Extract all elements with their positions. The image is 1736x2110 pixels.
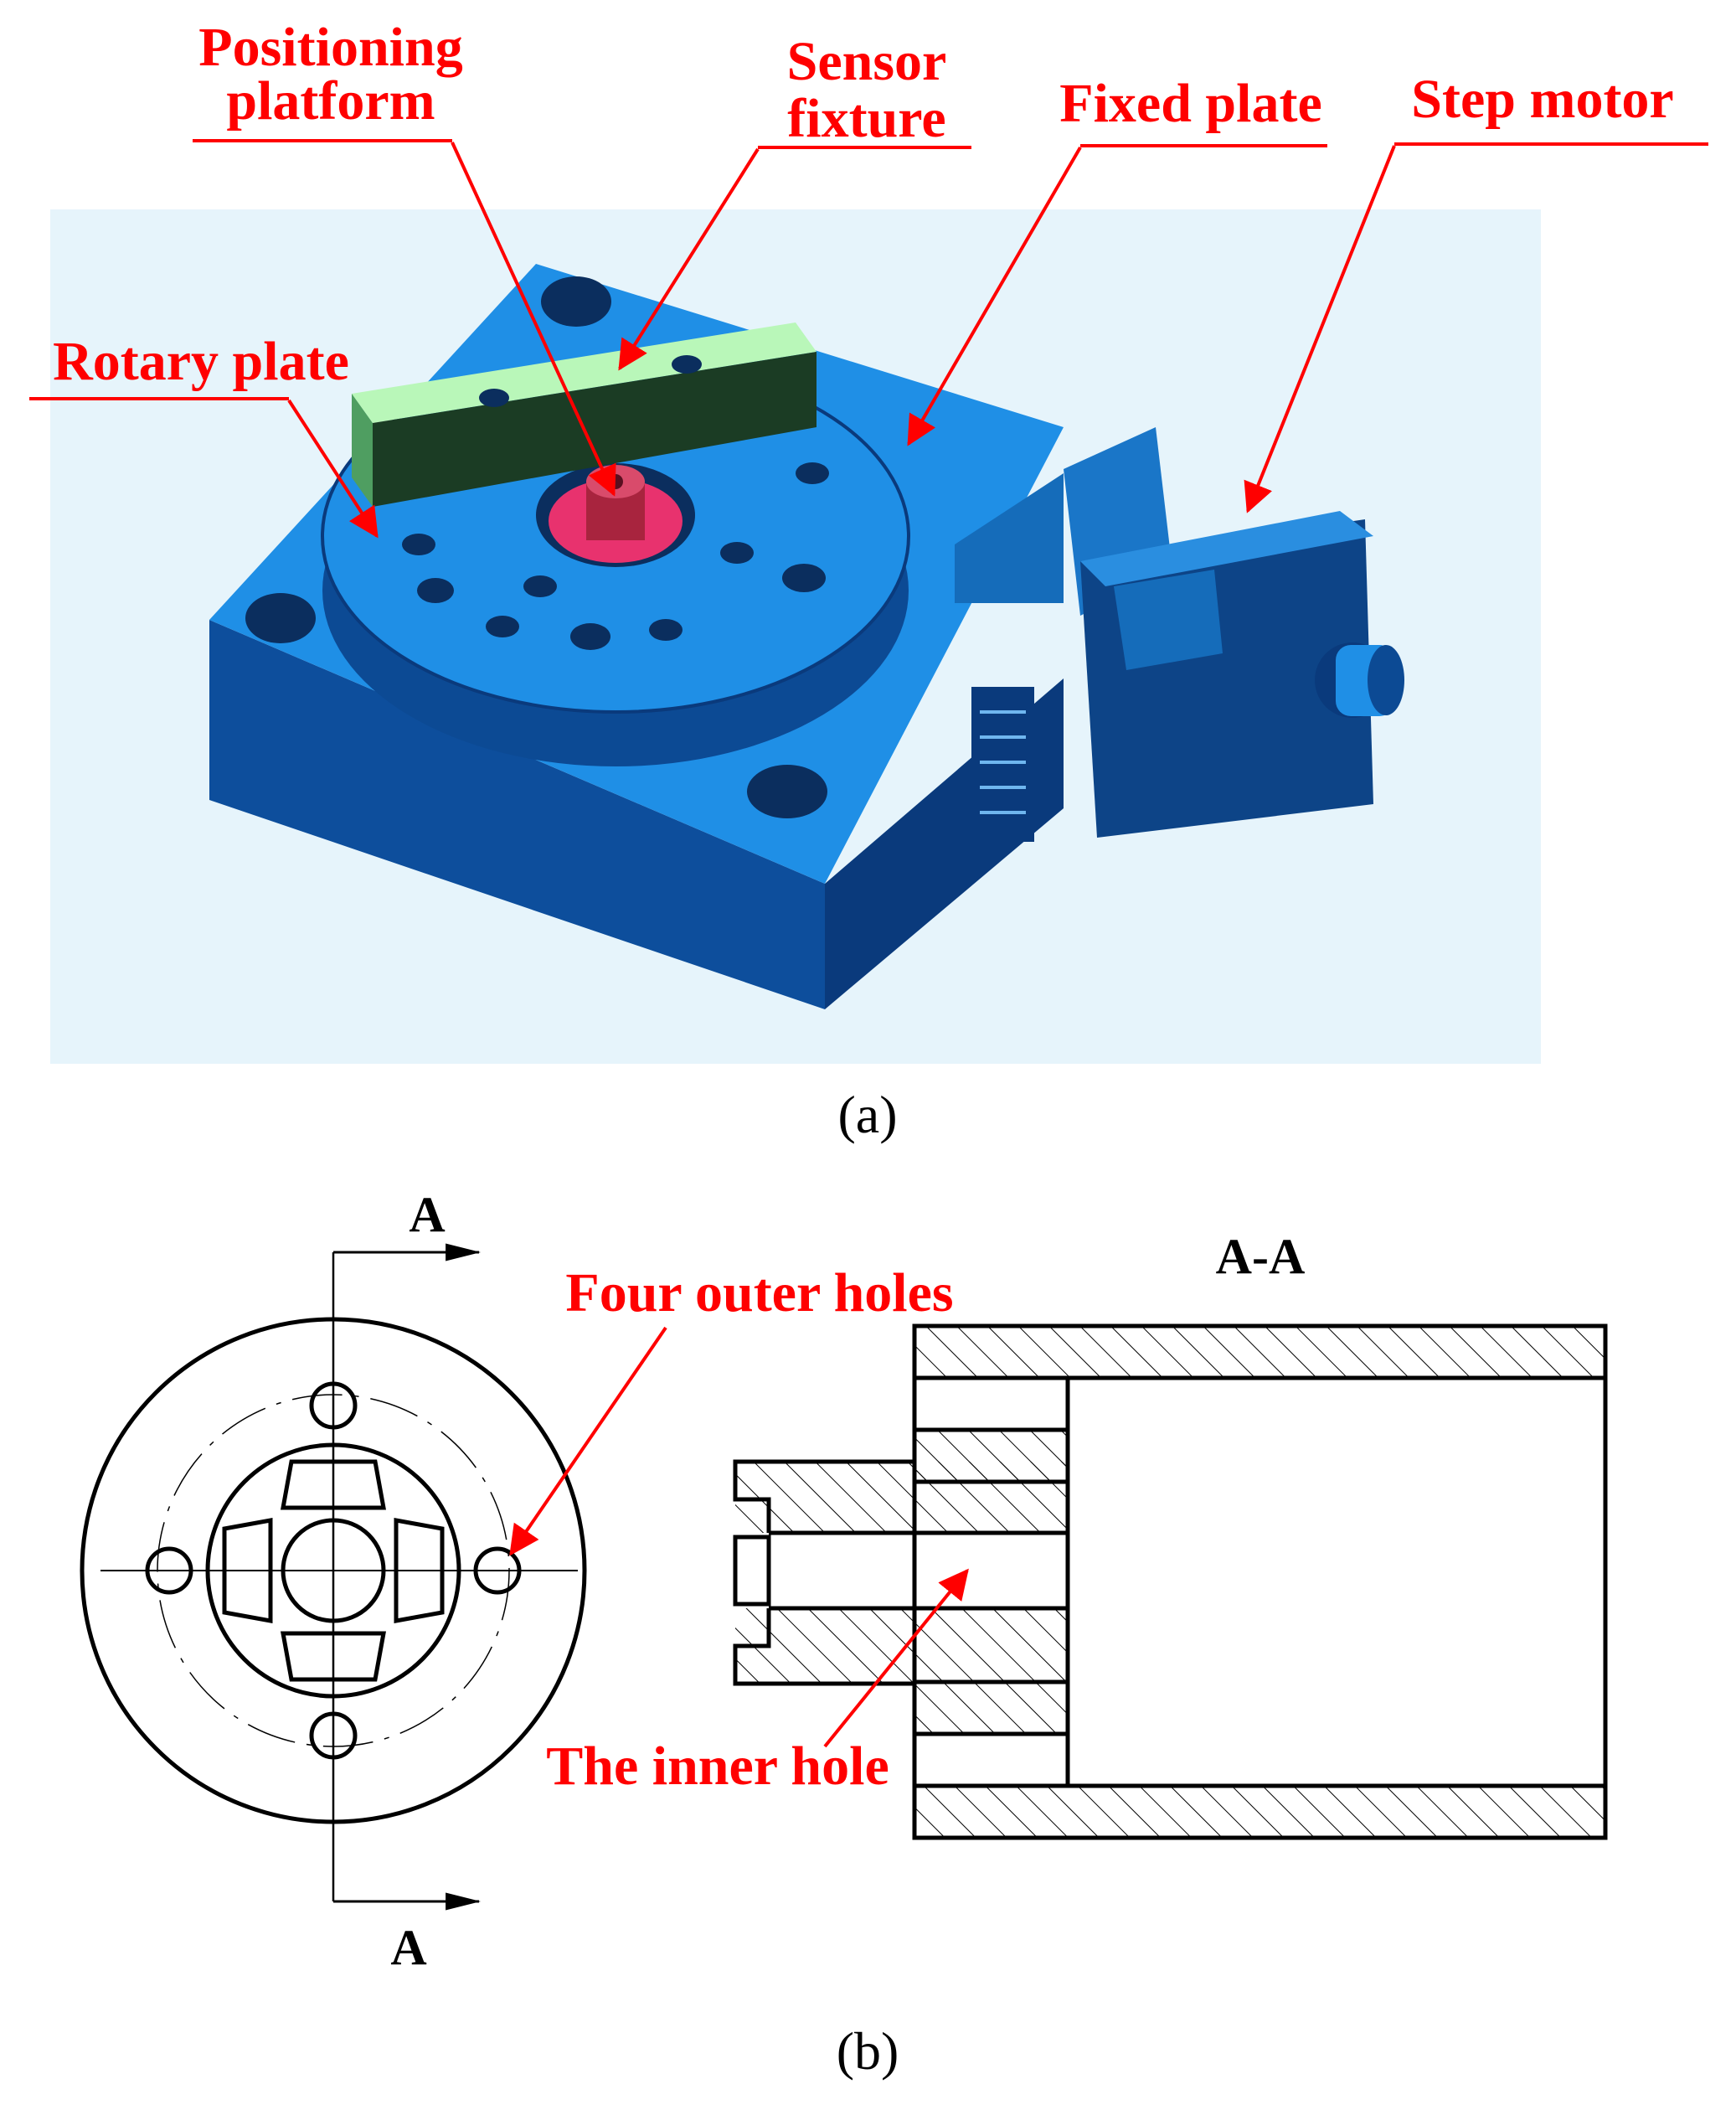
caption-a: (a) xyxy=(837,1085,897,1144)
label-four-outer-holes: Four outer holes xyxy=(565,1262,953,1323)
label-sensor-fixture-line1: Sensor xyxy=(787,31,947,92)
front-view xyxy=(80,1252,587,1901)
label-positioning-platform-line1: Positioning xyxy=(198,17,462,78)
arrow-sensor-fixture xyxy=(618,147,760,371)
arrow-positioning-platform xyxy=(451,142,616,497)
panel-a: Positioning platform Sensor fixture Fixe… xyxy=(29,17,1708,1144)
arrow-fixed-plate xyxy=(907,146,1082,446)
panel-b: A A xyxy=(80,1187,1608,2081)
section-view xyxy=(733,1323,1608,1840)
section-mark-bottom: A xyxy=(390,1920,426,1975)
label-fixed-plate: Fixed plate xyxy=(1059,73,1321,134)
label-positioning-platform-line2: platform xyxy=(226,70,435,132)
label-sensor-fixture-line2: fixture xyxy=(787,88,945,149)
step-motor xyxy=(971,427,1404,842)
section-title: A-A xyxy=(1216,1229,1306,1284)
arrow-rotary-plate xyxy=(287,399,379,539)
arrow-step-motor xyxy=(1244,145,1396,513)
caption-b: (b) xyxy=(837,2021,899,2081)
sensor-fixture xyxy=(352,322,816,507)
label-rotary-plate: Rotary plate xyxy=(53,331,349,392)
label-inner-hole: The inner hole xyxy=(546,1736,889,1797)
arrow-inner-hole xyxy=(823,1568,969,1748)
label-step-motor: Step motor xyxy=(1411,69,1673,130)
positioning-platform xyxy=(586,465,645,540)
section-mark-top: A xyxy=(409,1187,445,1242)
arrow-four-outer-holes xyxy=(509,1326,667,1556)
section-markers xyxy=(333,1243,482,1911)
